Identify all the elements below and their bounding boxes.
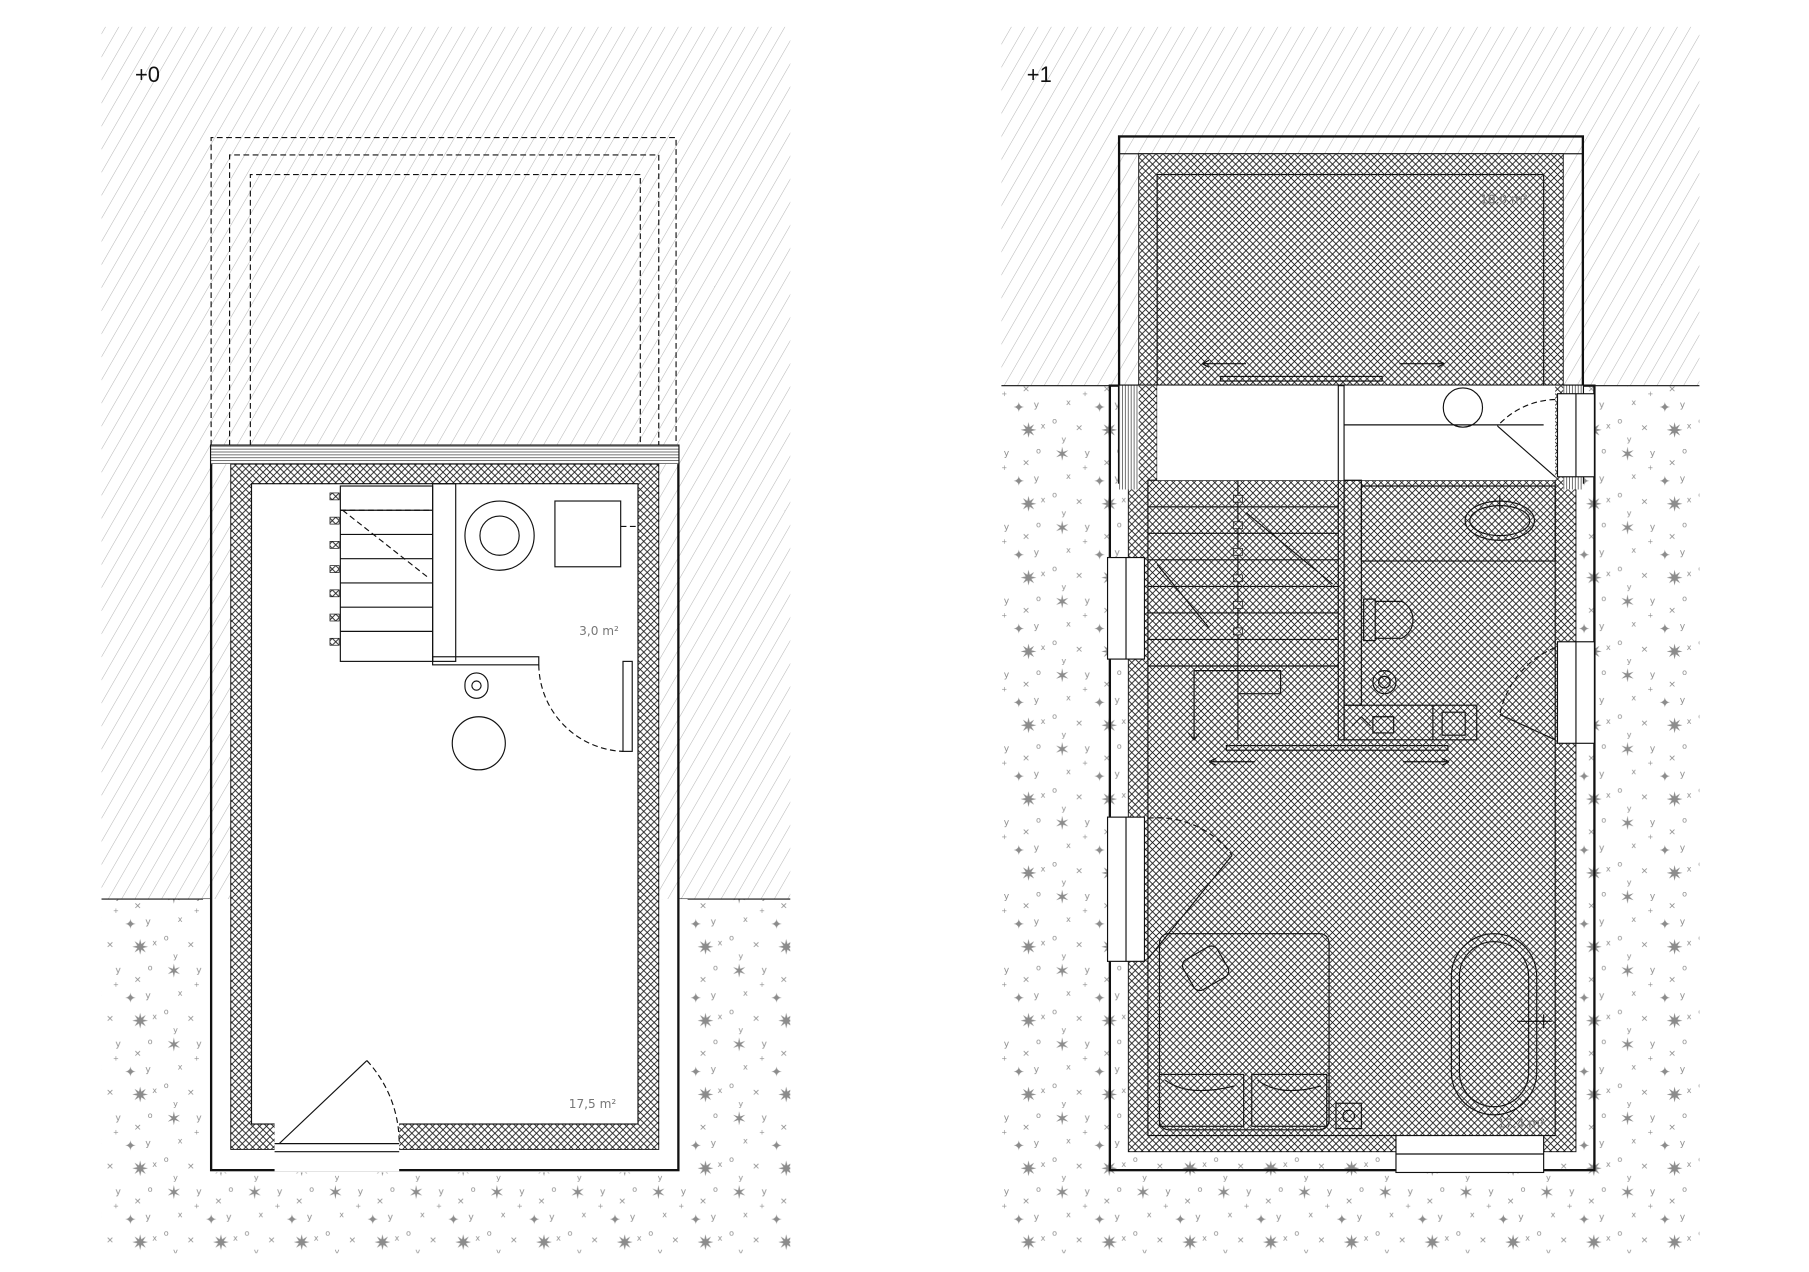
- room-area-label: 3,0 m²: [579, 624, 619, 638]
- cabinet: [1343, 704, 1478, 741]
- room-area-label: 10,0 m²: [1480, 192, 1528, 206]
- lamp: [1342, 1109, 1356, 1123]
- clothes-icon: [1351, 711, 1466, 736]
- bed: [1158, 933, 1330, 1131]
- washing-machine: [554, 500, 622, 568]
- window-leaf: [1497, 425, 1556, 478]
- level-label: +0: [135, 62, 160, 87]
- toilet: [1363, 598, 1414, 642]
- room-area-label: 17,5 m²: [569, 1097, 617, 1111]
- shower-drain: [464, 500, 535, 571]
- shower-drain: [479, 515, 520, 556]
- plan-level-0: +0 3,0 m² 17,5 m²: [101, 26, 791, 1254]
- arrow-left-icon: [1208, 757, 1256, 766]
- bathtub: [1450, 933, 1552, 1116]
- sliding-wall[interactable]: [1220, 375, 1383, 382]
- room-storage-lower: [1157, 385, 1556, 481]
- overhang-outline: [210, 137, 677, 446]
- room-area-label: 17,4 m²: [1498, 1116, 1546, 1130]
- partition-wall: [432, 483, 457, 662]
- bidet: [1372, 670, 1397, 695]
- entrance-door-leaf[interactable]: [278, 1060, 368, 1145]
- entrance-opening[interactable]: [274, 1122, 400, 1172]
- arrow-right-icon: [1399, 359, 1445, 368]
- window-swing-arc: [1147, 817, 1233, 856]
- insulation-layer: [1127, 399, 1577, 1153]
- door-swing-arc: [538, 664, 624, 752]
- window-swing-arc: [1499, 647, 1556, 715]
- plan-level-1: +1 10,0 m² 17,4 m²: [1001, 26, 1700, 1254]
- partition-wall: [432, 656, 540, 666]
- overhang-outline: [249, 173, 641, 446]
- toilet: [451, 672, 506, 771]
- arrow-right-icon: [1402, 757, 1450, 766]
- sliding-wall[interactable]: [1225, 745, 1449, 751]
- level-label: +1: [1027, 62, 1052, 87]
- vanity-counter: [1360, 485, 1556, 562]
- window-swing-arc: [1497, 398, 1556, 427]
- bathroom-door-leaf[interactable]: [622, 660, 633, 752]
- tap-icon: [1517, 1014, 1552, 1029]
- staircase: [1147, 480, 1339, 741]
- bidet: [1378, 675, 1391, 689]
- lamp: [1442, 387, 1484, 428]
- nightstand: [1335, 1102, 1362, 1130]
- roof-edge: [211, 445, 679, 465]
- window-leaf: [1147, 854, 1233, 960]
- pillow: [1181, 945, 1230, 992]
- window-leaf: [1499, 713, 1556, 741]
- room-main: [250, 483, 639, 1125]
- arrow-left-icon: [1201, 359, 1246, 368]
